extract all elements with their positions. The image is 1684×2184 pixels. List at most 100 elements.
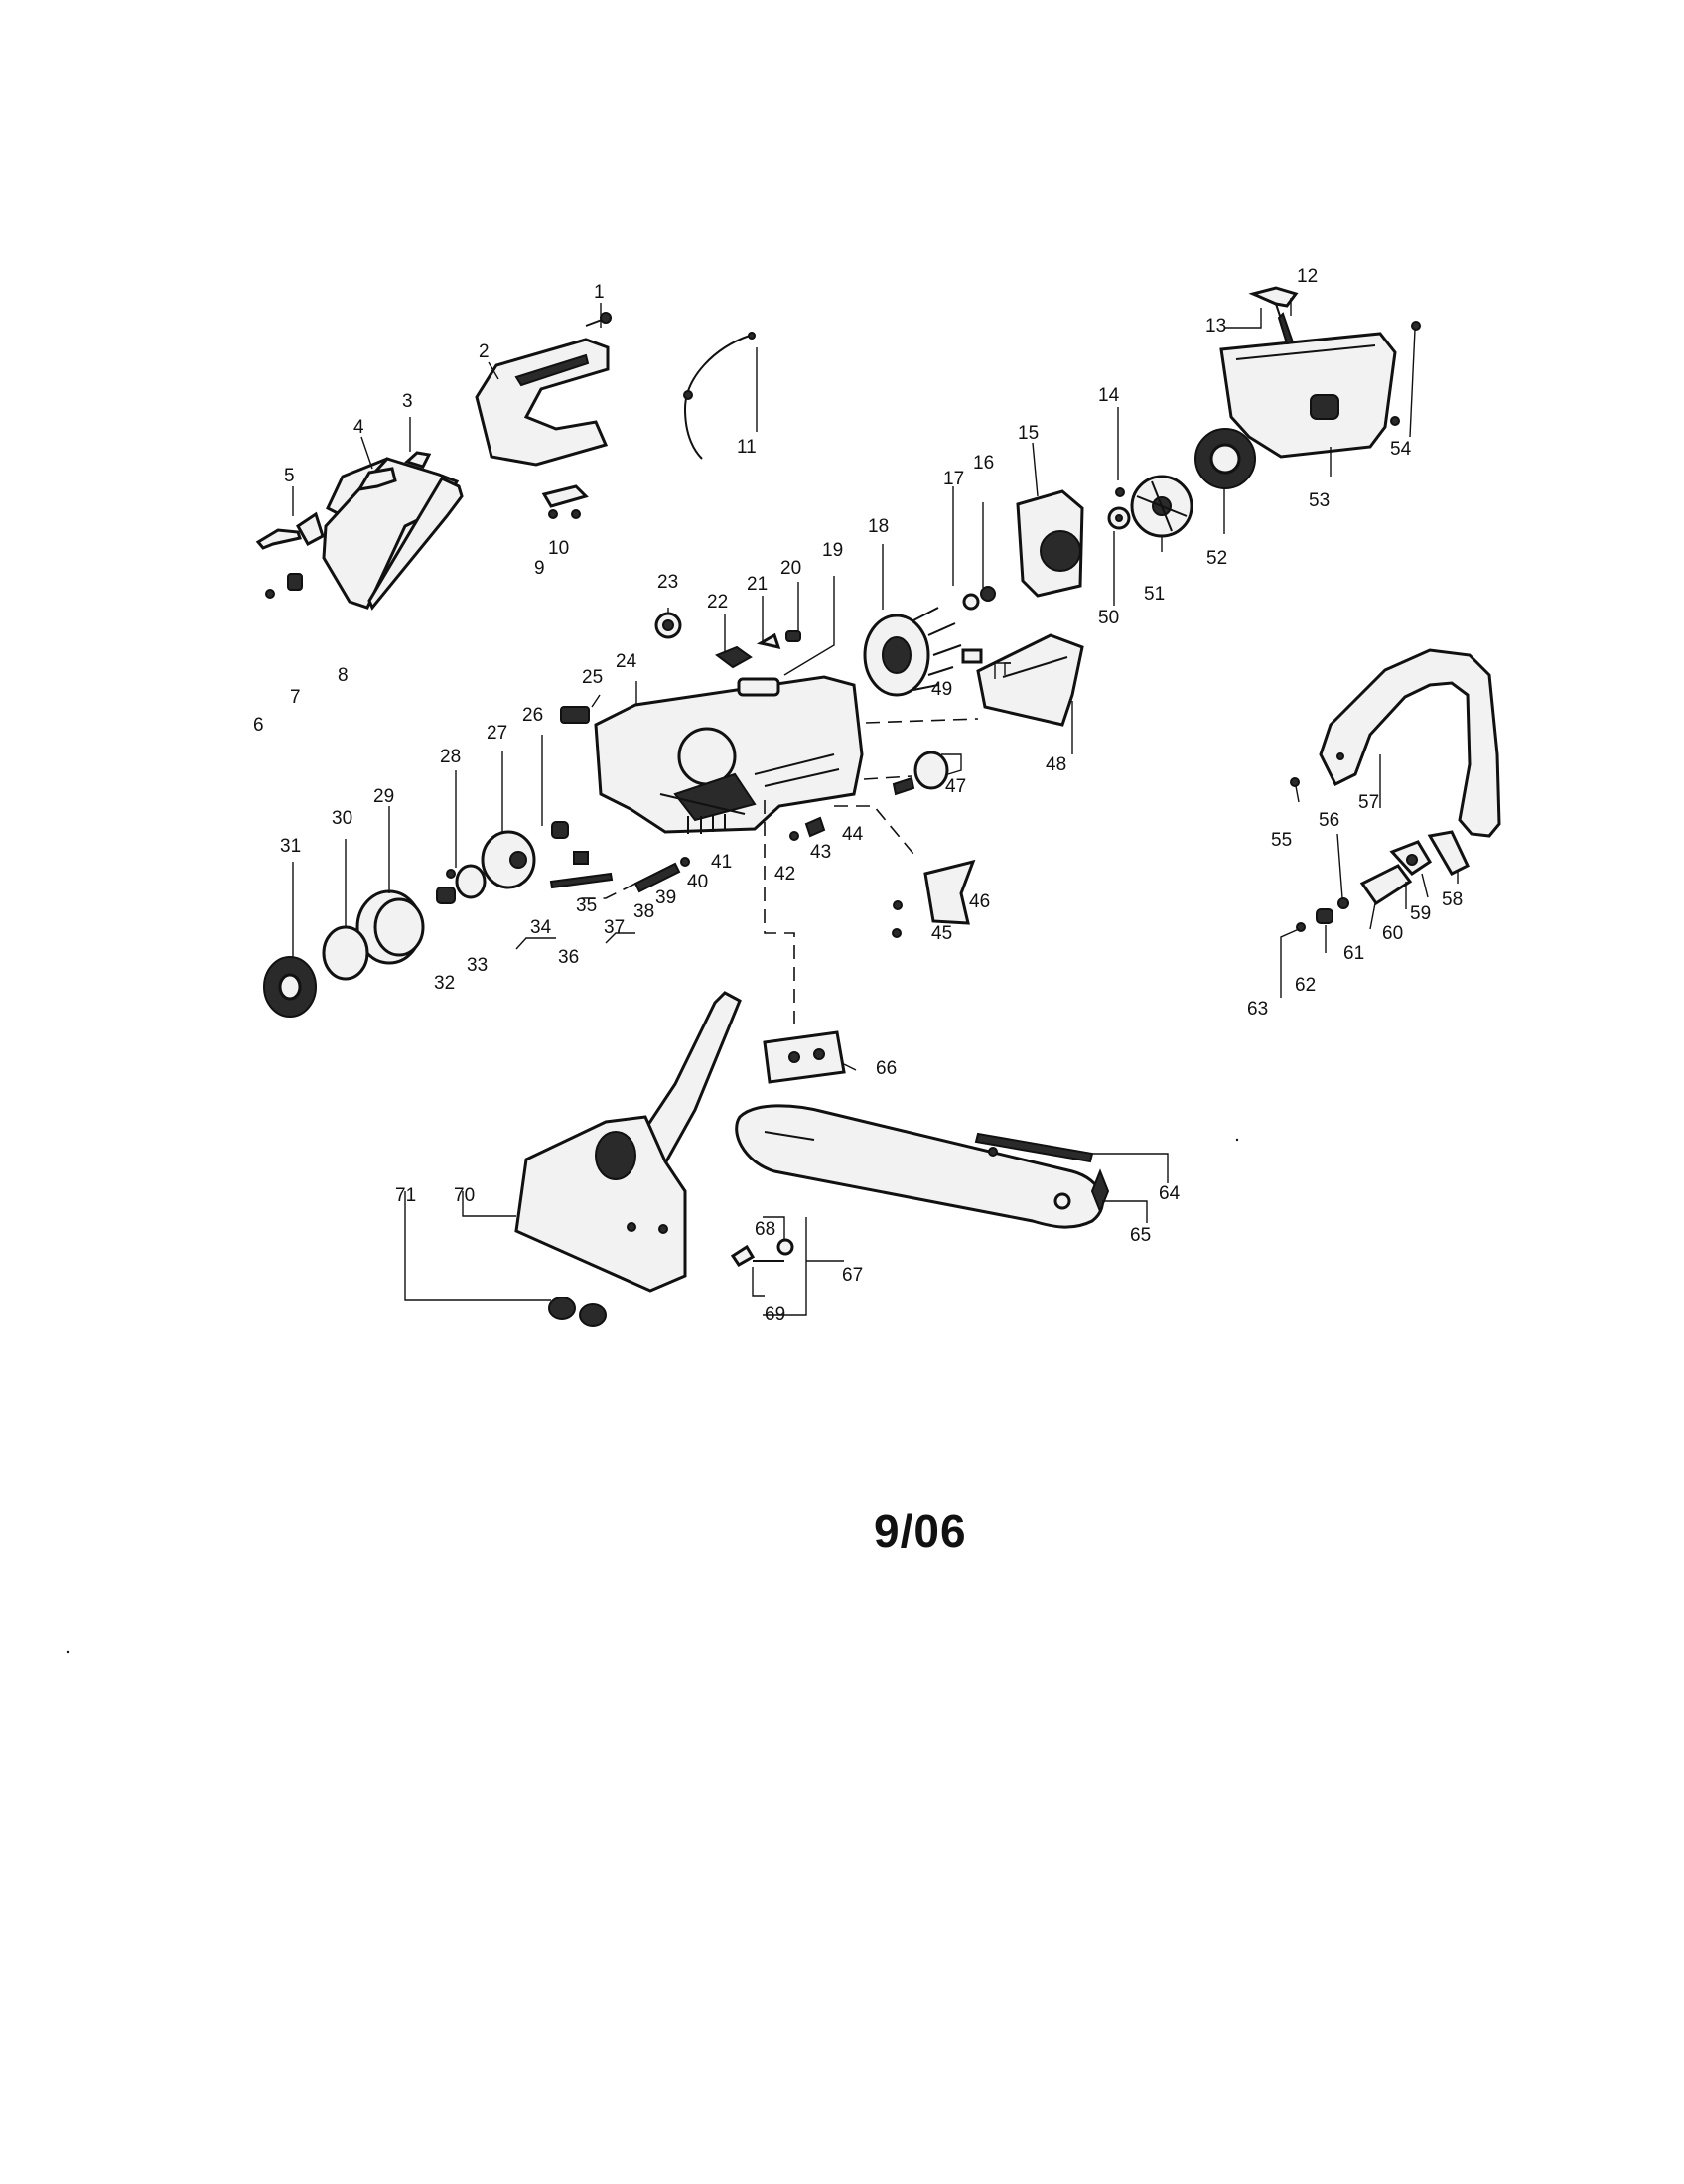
part-42-43-clip	[789, 816, 826, 841]
label-part-16: 16	[973, 453, 994, 474]
part-2-handle	[475, 338, 610, 467]
label-part-13: 13	[1205, 316, 1226, 337]
part-62-spring	[1316, 908, 1333, 924]
label-part-50: 50	[1098, 608, 1119, 628]
label-part-30: 30	[332, 808, 352, 829]
part-33-gear	[455, 864, 487, 899]
label-part-11: 11	[737, 437, 757, 458]
label-part-70: 70	[454, 1185, 475, 1206]
label-part-57: 57	[1358, 792, 1379, 813]
part-46-plate	[923, 859, 976, 925]
label-part-7: 7	[290, 687, 301, 708]
part-41-screws	[687, 814, 726, 834]
label-part-26: 26	[522, 705, 543, 726]
label-part-71: 71	[395, 1185, 416, 1206]
label-part-39: 39	[655, 887, 676, 908]
part-labels: 1 2 3 4 5 6 7 8 9 10 11 12 13 14 15 16 1…	[253, 266, 1463, 1325]
label-part-55: 55	[1271, 830, 1292, 851]
part-8-housing	[322, 457, 464, 611]
label-part-38: 38	[633, 901, 654, 922]
label-part-25: 25	[582, 667, 603, 688]
label-part-22: 22	[707, 592, 728, 613]
part-29-drum	[355, 889, 425, 965]
part-58-bracket	[1427, 830, 1470, 876]
label-part-20: 20	[780, 558, 801, 579]
part-1-screw	[585, 312, 612, 327]
label-part-29: 29	[373, 786, 394, 807]
part-47-brush	[892, 751, 949, 796]
part-16-17-nut-washer	[962, 586, 996, 611]
part-22-cap	[714, 645, 753, 669]
label-part-35: 35	[576, 895, 597, 916]
label-part-12: 12	[1297, 266, 1318, 287]
label-part-40: 40	[687, 872, 708, 892]
part-54-screws	[1390, 321, 1421, 426]
label-part-52: 52	[1206, 548, 1227, 569]
part-61-tube	[1359, 864, 1413, 906]
label-part-47: 47	[945, 776, 966, 797]
label-part-56: 56	[1319, 810, 1339, 831]
label-part-49: 49	[931, 679, 952, 700]
label-part-23: 23	[657, 572, 678, 593]
label-part-53: 53	[1309, 490, 1330, 511]
part-49-block	[961, 648, 983, 664]
label-part-3: 3	[402, 391, 413, 412]
part-3-4-5-pieces	[255, 451, 432, 550]
label-part-58: 58	[1442, 889, 1463, 910]
part-15-cover	[1016, 489, 1084, 598]
part-30-disc	[322, 925, 369, 981]
part-20-spring	[785, 630, 801, 642]
part-26-spring	[551, 821, 569, 839]
part-27-gear-housing	[481, 830, 536, 889]
label-part-21: 21	[747, 574, 768, 595]
label-part-36: 36	[558, 947, 579, 968]
label-part-68: 68	[755, 1219, 775, 1240]
part-9-10-trigger	[541, 484, 589, 519]
part-48-shroud	[976, 633, 1084, 727]
part-14-screw	[1115, 487, 1125, 497]
label-part-46: 46	[969, 891, 990, 912]
label-part-48: 48	[1046, 754, 1066, 775]
part-45-screws	[892, 900, 903, 938]
label-part-17: 17	[943, 469, 964, 489]
label-part-15: 15	[1018, 423, 1039, 444]
assembly-lines	[576, 718, 979, 1032]
label-part-33: 33	[467, 955, 488, 976]
label-part-62: 62	[1295, 975, 1316, 996]
label-part-51: 51	[1144, 584, 1165, 605]
label-part-59: 59	[1410, 903, 1431, 924]
label-part-43: 43	[810, 842, 831, 863]
part-31-sprocket	[263, 956, 317, 1018]
part-70-side-cover	[514, 991, 742, 1293]
part-66-plate	[763, 1030, 846, 1084]
label-part-8: 8	[338, 665, 349, 686]
label-part-34: 34	[530, 917, 552, 938]
label-part-18: 18	[868, 516, 889, 537]
label-part-37: 37	[604, 917, 625, 938]
label-part-9: 9	[534, 558, 545, 579]
label-part-64: 64	[1159, 1183, 1181, 1204]
part-64-guide-bar	[735, 1104, 1104, 1229]
part-18-flywheel	[863, 607, 962, 697]
part-56-washer	[1337, 897, 1349, 909]
label-part-69: 69	[765, 1304, 785, 1325]
part-34-36-pin	[549, 851, 614, 889]
part-55-screw	[1290, 777, 1300, 787]
label-part-45: 45	[931, 923, 952, 944]
label-part-28: 28	[440, 747, 461, 767]
label-part-66: 66	[876, 1058, 897, 1079]
label-part-2: 2	[479, 341, 490, 362]
part-57-front-handle	[1319, 648, 1501, 838]
label-part-27: 27	[487, 723, 507, 744]
part-52-recoil-spring	[1194, 428, 1256, 489]
label-part-1: 1	[594, 282, 605, 303]
part-50-washer	[1107, 506, 1131, 530]
label-part-24: 24	[616, 651, 637, 672]
part-23-knob	[654, 612, 682, 639]
label-part-4: 4	[353, 417, 364, 438]
part-6-7-spring	[265, 573, 303, 599]
label-part-19: 19	[822, 540, 843, 561]
label-part-41: 41	[711, 852, 732, 873]
label-part-6: 6	[253, 715, 264, 736]
